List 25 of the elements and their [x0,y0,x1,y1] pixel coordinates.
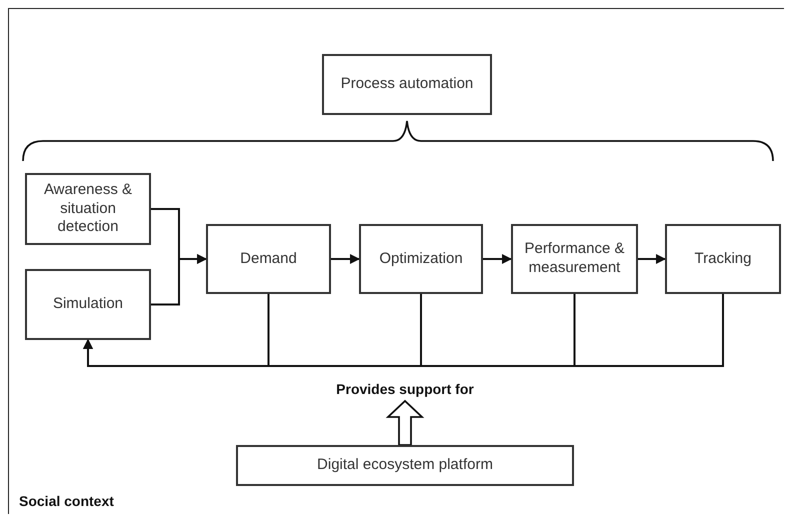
arrow [83,294,724,367]
box-label: Optimization [379,250,463,268]
context-label: Social context [19,493,114,509]
arrow [483,254,512,264]
context-frame [8,8,784,514]
arrow [638,254,666,264]
process-box [206,224,331,294]
box-label: Performance & measurement [523,240,626,278]
box-label: Awareness & situation detection [42,180,134,238]
box-label: Process automation [340,75,474,94]
hollow-arrow [386,400,424,446]
arrow [331,254,360,264]
process-box [25,269,151,340]
box-label: Digital ecosystem platform [317,456,493,475]
box-label: Demand [240,250,297,268]
process-box [322,54,492,115]
process-box [511,224,638,294]
process-box [665,224,781,294]
box-label: Tracking [694,250,752,268]
process-box [25,173,151,245]
box-label: Simulation [52,295,124,314]
process-box [359,224,483,294]
process-box [236,445,574,486]
edge-label: Provides support for [334,381,476,397]
arrow [151,254,207,306]
